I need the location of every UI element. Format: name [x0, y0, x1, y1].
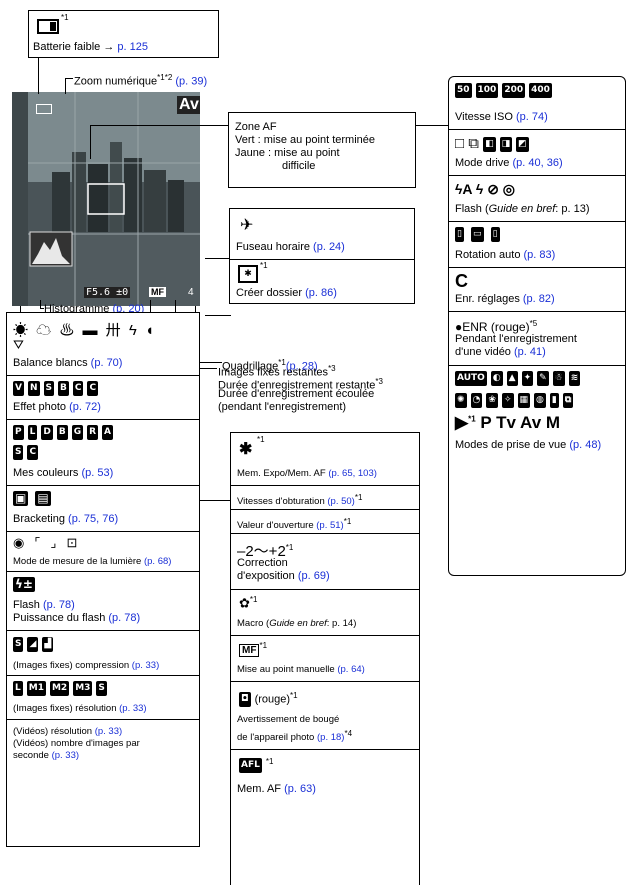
drive-icons: □ ⧉ ◧◨◩: [455, 135, 533, 152]
battery-icon: [37, 19, 59, 34]
zoom-label: Zoom numérique*1*2 (p. 39): [74, 71, 207, 89]
mf-icon: MF*1: [239, 641, 267, 656]
battery-link[interactable]: p. 125: [117, 41, 148, 53]
macro-icon: ✿*1: [239, 595, 257, 611]
metering-icons: ◉⌜⌟⊡: [13, 535, 87, 551]
bracketing-icons: ▣ ▤: [13, 491, 55, 506]
middle-settings-panel: ✱ *1 Mem. Expo/Mem. AF (p. 65, 103) Vite…: [230, 432, 420, 885]
custom-icon: C: [455, 271, 468, 292]
rec-title: ●ENR (rouge)*5: [455, 317, 537, 334]
afl-icon: AFL*1: [239, 757, 273, 773]
wb-icons: ☀ ☁ ♨ ▬ 卅 ϟ ◖: [13, 319, 156, 340]
battery-callout: *1 Batterie faible → p. 125: [28, 10, 219, 58]
lcd-exposure-readout: F5.6 ±0: [84, 287, 130, 298]
af-zone-callout: Zone AF Vert : mise au point terminée Ja…: [228, 112, 416, 188]
lcd-battery-icon: [36, 104, 52, 114]
compression-icons: S◢▟: [13, 637, 57, 652]
lcd-mf-indicator: MF: [149, 287, 166, 297]
battery-label: Batterie faible →: [33, 41, 117, 53]
rotation-icons: ▯ ▭ ▯: [455, 227, 504, 242]
ae-lock-icon: ✱: [239, 439, 252, 459]
lcd-shots-count: 4: [188, 287, 194, 298]
shake-warning: ◘(rouge)*1: [239, 689, 298, 707]
shooting-mode-icons-row3: ▶*1 P Tv Av M: [455, 413, 560, 433]
timezone-folder-callout: ✈ Fuseau horaire (p. 24) ✱ *1 Créer doss…: [229, 208, 415, 304]
af-zone-title: Zone AF: [235, 121, 277, 134]
lcd-mode-text: Av: [177, 96, 200, 114]
wb-extra-icon: ⛛: [13, 337, 24, 353]
folder-icon: ✱: [238, 265, 258, 283]
shooting-mode-icons-row1: AUTO◐▲✦✎☃≋: [455, 371, 584, 386]
shooting-mode-icons-row2: ✺◔❀✧▦◍▮⧉: [455, 393, 577, 408]
airplane-icon: ✈: [240, 215, 253, 235]
flash-icons: ϟA ϟ ⊘ ◎: [455, 181, 515, 198]
left-settings-panel: ☀ ☁ ♨ ▬ 卅 ϟ ◖ ⛛ Balance blancs (p. 70) V…: [6, 312, 200, 847]
flash-power-icon: ϟ±: [13, 577, 39, 592]
